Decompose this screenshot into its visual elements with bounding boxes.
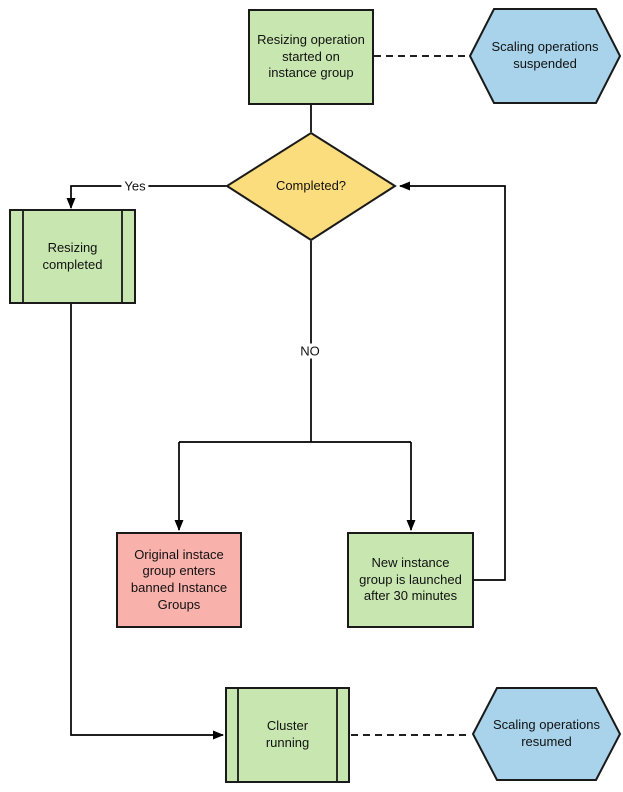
connector-resizing-to-cluster [70,303,224,740]
node-suspended-shape [468,8,622,104]
node-banned-shape [116,532,242,628]
node-resumed-shape [471,687,622,781]
node-cluster-shape [225,687,350,783]
node-resizing-completed-bars [22,210,123,303]
node-cluster-bars [237,688,338,782]
node-new-group-shape [347,532,474,628]
node-resizing-completed-shape [9,209,136,304]
edge-label-no: NO [297,343,323,359]
edge-label-yes: Yes [121,178,149,194]
connector-decision-yes [66,185,227,209]
node-decision-shape [225,131,397,242]
connector-decision-no-split [179,241,411,443]
node-start-shape [248,9,374,105]
connector-new-group-to-decision [399,181,506,581]
